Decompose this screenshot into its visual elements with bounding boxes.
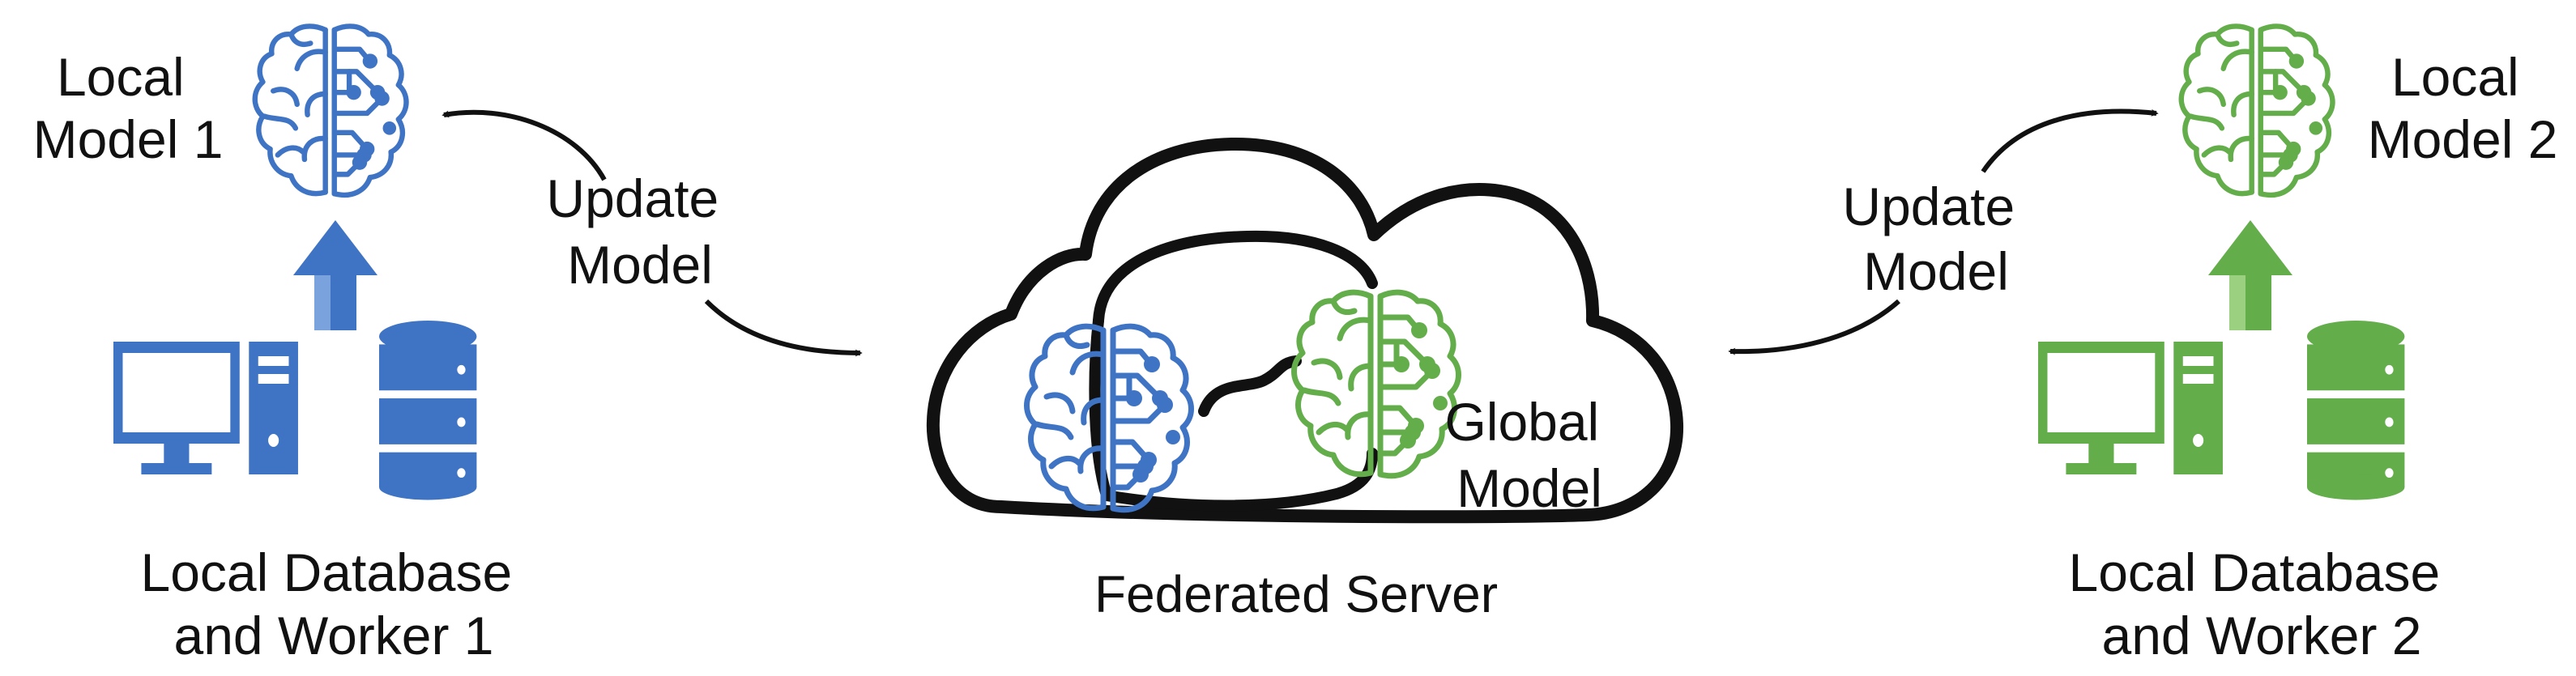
upload-arrow-icon-left xyxy=(293,220,377,330)
local-model-1-label-line1: Local xyxy=(57,47,185,107)
update-model-label-left-line2: Model xyxy=(567,235,713,295)
local-database-2-icon xyxy=(2307,321,2405,500)
local-model-1-label: Local Model 1 xyxy=(33,47,224,169)
update-model-label-right-line2: Model xyxy=(1863,241,2009,301)
local-computer-2-icon xyxy=(2038,342,2223,474)
local-computer-1-icon xyxy=(113,342,298,474)
global-model-label-line2: Model xyxy=(1456,458,1602,518)
local-worker-1-label-line2: and Worker 1 xyxy=(174,606,494,665)
local-model-2-brain-icon xyxy=(2181,26,2333,194)
update-model-label-right: Update Model xyxy=(1842,176,2029,301)
local-model-2-label: Local Model 2 xyxy=(2368,47,2558,169)
local-model-1-label-line2: Model 1 xyxy=(33,109,224,169)
arrow-icon-to-local-model-2 xyxy=(1981,108,2159,173)
local-worker-1-label-line1: Local Database xyxy=(141,542,513,602)
arrow-icon-to-server-from-right xyxy=(1728,299,1900,355)
global-model-label-line1: Global xyxy=(1444,392,1599,452)
local-model-1-brain-icon xyxy=(255,26,407,194)
upload-arrow-icon-right xyxy=(2208,220,2292,330)
local-model-2-label-line2: Model 2 xyxy=(2368,109,2558,169)
local-worker-2-label-line1: Local Database xyxy=(2069,542,2441,602)
local-worker-2-label-line2: and Worker 2 xyxy=(2102,606,2422,665)
federated-server-label: Federated Server xyxy=(1094,565,1498,623)
update-model-label-left: Update Model xyxy=(546,168,733,295)
local-database-1-icon xyxy=(379,321,477,500)
update-model-label-left-line1: Update xyxy=(546,168,719,228)
arrow-icon-to-local-model-1 xyxy=(441,109,607,181)
local-worker-2-label: Local Database and Worker 2 xyxy=(2069,542,2455,665)
local-model-2-label-line1: Local xyxy=(2391,47,2519,107)
global-model-label: Global Model xyxy=(1444,392,1614,518)
local-worker-1-label: Local Database and Worker 1 xyxy=(141,542,527,665)
update-model-label-right-line1: Update xyxy=(1842,176,2015,236)
arrow-icon-to-server-from-left xyxy=(704,299,863,357)
